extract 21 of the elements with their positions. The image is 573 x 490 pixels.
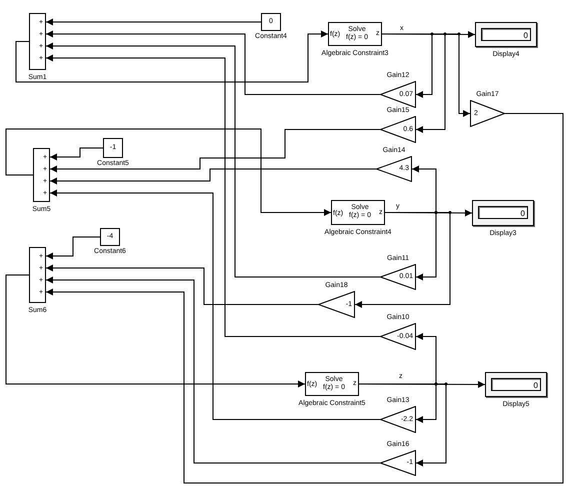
signal-arrow <box>46 42 380 278</box>
display-readout: 0 <box>491 378 541 391</box>
signal-arrow <box>6 274 306 388</box>
display-readout: 0 <box>478 206 528 219</box>
signal-arrow <box>50 168 376 184</box>
signal-arrow <box>46 113 564 484</box>
display-readout: 0 <box>481 28 531 41</box>
signal-arrow <box>46 276 380 464</box>
signal-arrow <box>50 148 104 160</box>
signal-arrow <box>50 190 380 420</box>
signal-arrow <box>46 54 380 337</box>
signal-arrow <box>46 264 318 305</box>
signal-arrow <box>16 30 328 82</box>
signal-arrow <box>50 129 380 172</box>
signal-arrow <box>358 384 446 466</box>
signal-arrow <box>46 30 380 95</box>
signal-arrow <box>46 236 100 260</box>
signal-arrow <box>354 212 450 308</box>
signal-arrow <box>382 34 470 117</box>
signal-arrow <box>46 18 262 26</box>
signal-arrow <box>6 128 332 216</box>
